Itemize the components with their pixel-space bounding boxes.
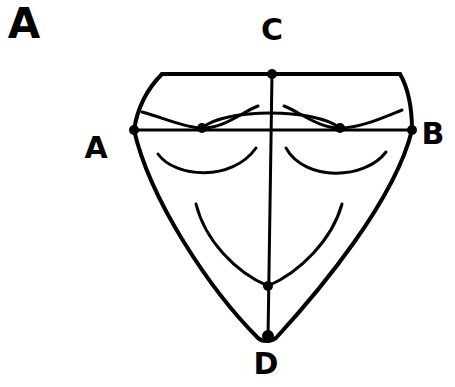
point-label: D xyxy=(254,349,279,379)
left-eye-socket xyxy=(158,148,256,173)
point-label: C xyxy=(261,15,283,45)
head-outline xyxy=(134,74,412,341)
point-label: A xyxy=(84,133,107,163)
right-eye-socket xyxy=(286,148,386,173)
point-a xyxy=(129,125,139,135)
right-cheek-line xyxy=(268,204,342,286)
point-label: B xyxy=(422,119,445,149)
eye-line xyxy=(134,129,412,132)
chin-point xyxy=(263,281,273,291)
top-line xyxy=(162,72,400,76)
figure-letter: A xyxy=(8,3,41,45)
eye-point xyxy=(197,123,207,133)
point-c xyxy=(267,69,277,79)
brow-arc xyxy=(202,113,340,128)
point-d xyxy=(262,330,274,342)
point-b xyxy=(407,125,417,135)
eye-point xyxy=(335,123,345,133)
left-cheek-line xyxy=(196,204,268,286)
